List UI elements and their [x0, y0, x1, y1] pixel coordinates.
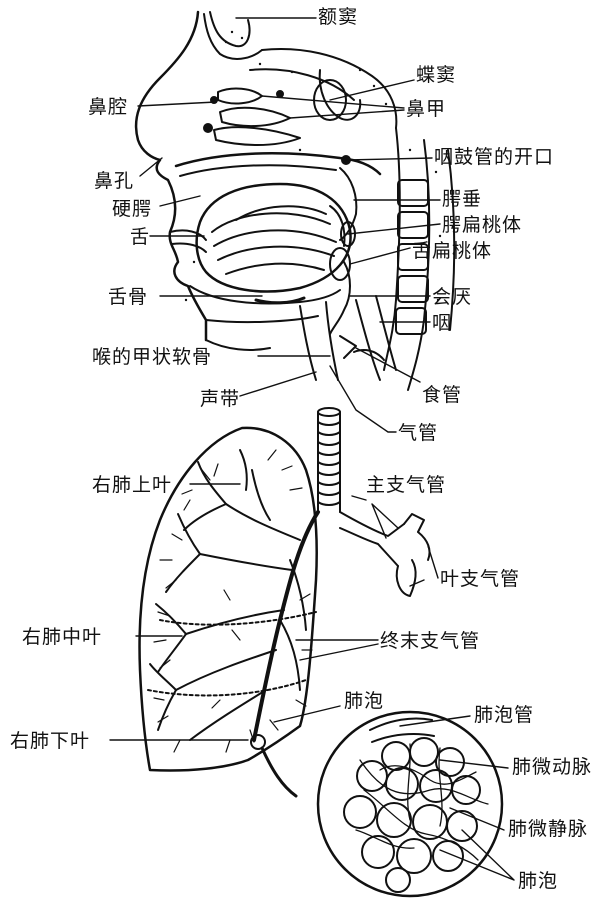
- label-nostril: 鼻孔: [94, 170, 134, 192]
- head-sagittal-section: [136, 12, 454, 390]
- label-nasal-concha: 鼻甲: [406, 98, 446, 120]
- label-frontal-sinus: 额窦: [318, 6, 358, 28]
- label-main-bronchus: 主支气管: [366, 474, 446, 496]
- label-pharynx: 咽: [432, 312, 452, 334]
- label-lingual-tonsil: 舌扁桃体: [412, 240, 492, 262]
- label-vocal-cord: 声带: [200, 388, 240, 410]
- label-alveolus-top: 肺泡: [344, 690, 384, 712]
- label-right-upper-lobe: 右肺上叶: [92, 474, 172, 496]
- label-trachea: 气管: [398, 422, 438, 444]
- label-alveolus-bottom: 肺泡: [518, 870, 558, 892]
- label-esophagus: 食管: [422, 384, 462, 406]
- label-sphenoid-sinus: 蝶窦: [416, 64, 456, 86]
- label-palatine-tonsil: 腭扁桃体: [442, 214, 522, 236]
- label-right-middle-lobe: 右肺中叶: [22, 626, 102, 648]
- label-lobar-bronchus: 叶支气管: [440, 568, 520, 590]
- label-right-lower-lobe: 右肺下叶: [10, 730, 90, 752]
- label-tongue: 舌: [130, 226, 150, 248]
- label-nasal-cavity: 鼻腔: [88, 96, 128, 118]
- label-pulmonary-arteriole: 肺微动脉: [512, 756, 592, 778]
- label-thyroid-cartilage: 喉的甲状软骨: [92, 346, 212, 368]
- alveoli-inset: [318, 712, 502, 896]
- label-terminal-bronchiole: 终末支气管: [380, 630, 480, 652]
- label-epiglottis: 会厌: [432, 286, 472, 308]
- label-alveolar-duct: 肺泡管: [474, 704, 534, 726]
- label-pulmonary-venule: 肺微静脉: [508, 818, 588, 840]
- label-hyoid: 舌骨: [108, 286, 148, 308]
- label-uvula: 腭垂: [442, 188, 482, 210]
- label-eustachian-opening: 咽鼓管的开口: [434, 146, 554, 168]
- label-hard-palate: 硬腭: [112, 198, 152, 220]
